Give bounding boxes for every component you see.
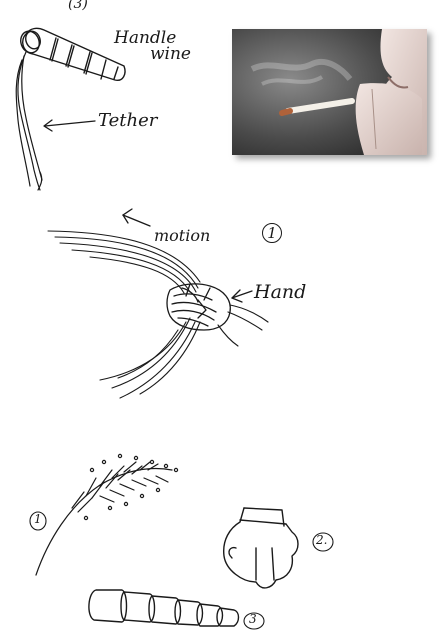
tether-label: Tether <box>98 110 157 131</box>
arc-leaves-sketch <box>30 454 178 575</box>
arc-item-number: 1 <box>34 512 42 526</box>
fist-sketch <box>224 508 333 588</box>
smoking-photo-image <box>232 29 427 155</box>
tether-arrow <box>44 120 95 131</box>
middle-sketch-number: 1 <box>262 223 282 243</box>
smoking-photo <box>232 29 427 155</box>
fist-item-number: 2. <box>316 533 327 547</box>
handle-label-2: wine <box>150 44 191 64</box>
motion-arrow <box>123 209 150 226</box>
segmented-tube-sketch <box>89 590 264 629</box>
handle-sketch <box>18 28 125 80</box>
top-sketch-number: (3) <box>68 0 88 12</box>
hand-arrow <box>232 290 252 302</box>
hand-sketch <box>167 284 230 330</box>
hand-label: Hand <box>254 281 306 303</box>
motion-arc-sketch <box>48 231 268 398</box>
tube-item-number: 3 <box>249 612 257 626</box>
motion-label: motion <box>154 226 210 245</box>
tether-sketch <box>16 52 42 190</box>
